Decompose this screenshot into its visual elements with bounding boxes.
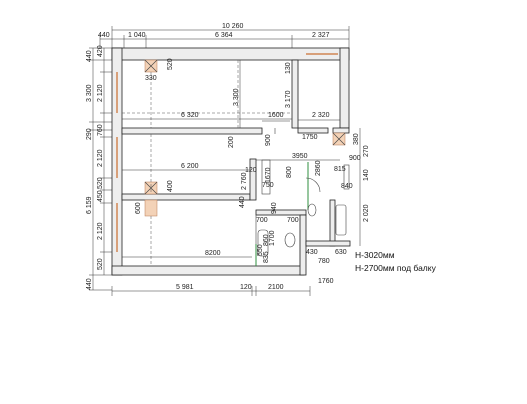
bath-g: 835 xyxy=(263,251,270,263)
room-3-left: 600 xyxy=(135,202,142,214)
dim-bottom-d: 1760 xyxy=(318,278,334,285)
room-3-width: 8200 xyxy=(205,250,221,257)
corridor-a: 120 xyxy=(245,167,257,174)
dim-right-1: 270 xyxy=(363,145,370,157)
bath-j: 630 xyxy=(335,249,347,256)
windows xyxy=(116,53,338,252)
bath-c: 700 xyxy=(287,217,299,224)
bath-b: 940 xyxy=(271,202,278,214)
dim-right-3: 2 020 xyxy=(363,204,370,222)
column-4 xyxy=(144,199,158,217)
room-3-col: 400 xyxy=(167,180,174,192)
columns xyxy=(144,59,346,217)
room-2: 6 200 2 320 1600 1750 380 2 760 200 900 xyxy=(122,112,360,190)
room-1-side: 3 170 xyxy=(285,90,292,108)
room-1-col-b: 520 xyxy=(167,58,174,70)
dim-bottom-c: 2100 xyxy=(268,284,284,291)
dim-bottom-a: 5 981 xyxy=(176,284,194,291)
note-height-main: Н-3020мм xyxy=(355,250,395,260)
bottom-dimensions: 5 981 120 2100 1760 xyxy=(111,278,334,296)
beam-lines xyxy=(122,60,292,266)
room-2-h: 2 760 xyxy=(241,172,248,190)
dim-left-inner-3: 760 xyxy=(97,124,104,136)
room-3-wall: 440 xyxy=(239,196,246,208)
room-2-h2: 200 xyxy=(228,136,235,148)
corridor-width: 3950 xyxy=(292,153,308,160)
dim-top-left: 440 xyxy=(98,32,110,39)
dim-left-inner-6: 450 xyxy=(97,190,104,202)
bath-e: 860 xyxy=(263,234,270,246)
dim-left-outer-3: 290 xyxy=(86,128,93,140)
corridor-c: 800 xyxy=(286,166,293,178)
corridor: 3950 2860 120 1670 800 750 815 900 840 xyxy=(245,153,361,210)
room-1-width: 6 320 xyxy=(181,112,199,119)
room-2-door: 1600 xyxy=(268,112,284,119)
room-1-col-c: 130 xyxy=(285,62,292,74)
room-2-d1: 1750 xyxy=(302,134,318,141)
room-3: 400 600 440 8200 xyxy=(122,180,252,258)
dim-left-inner-4: 2 120 xyxy=(97,149,104,167)
room-2-h3: 900 xyxy=(265,134,272,146)
dim-right-2: 140 xyxy=(363,169,370,181)
corridor-g: 840 xyxy=(341,183,353,190)
corridor-height: 2860 xyxy=(315,160,322,176)
left-dimensions-inner: 420 2 120 760 2 120 520 450 2 120 520 xyxy=(97,45,112,275)
bath-d: 1700 xyxy=(269,230,276,246)
bath-h: 430 xyxy=(306,249,318,256)
right-dimensions: 270 140 2 020 xyxy=(359,128,370,246)
dim-left-outer-2: 3 300 xyxy=(86,84,93,102)
dim-top-a: 1 040 xyxy=(128,32,146,39)
bath-i: 780 xyxy=(318,258,330,265)
interior-walls xyxy=(121,59,351,276)
corridor-e: 815 xyxy=(334,166,346,173)
dim-left-inner-2: 2 120 xyxy=(97,84,104,102)
dim-top-c: 2 327 xyxy=(312,32,330,39)
dim-left-outer-5: 440 xyxy=(86,278,93,290)
bathroom: 700 940 700 1700 860 550 835 430 780 630 xyxy=(255,202,347,267)
dim-left-inner-7: 2 120 xyxy=(97,222,104,240)
dim-left-outer-4: 6 159 xyxy=(86,196,93,214)
room-1-col: 330 xyxy=(145,75,157,82)
top-dimensions: 10 260 440 1 040 6 364 2 327 xyxy=(98,23,350,48)
note-height-beam: Н-2700мм под балку xyxy=(355,263,437,273)
bath-f: 550 xyxy=(257,244,264,256)
dim-left-outer-1: 440 xyxy=(86,50,93,62)
dim-left-inner-1: 420 xyxy=(97,45,104,57)
dim-left-inner-8: 520 xyxy=(97,258,104,270)
left-dimensions-outer: 440 3 300 290 6 159 440 xyxy=(86,47,112,291)
dim-top-b: 6 364 xyxy=(215,32,233,39)
dim-top-total: 10 260 xyxy=(222,23,244,30)
room-2-right: 2 320 xyxy=(312,112,330,119)
room-1: 6 320 3 300 3 170 330 520 130 xyxy=(122,58,299,128)
room-2-d2: 380 xyxy=(353,133,360,145)
corridor-d: 750 xyxy=(262,182,274,189)
corridor-f: 900 xyxy=(349,155,361,162)
room-1-height: 3 300 xyxy=(233,88,240,106)
corridor-b: 1670 xyxy=(265,167,272,183)
dim-bottom-b: 120 xyxy=(240,284,252,291)
room-2-width: 6 200 xyxy=(181,163,199,170)
bath-a: 700 xyxy=(256,217,268,224)
dim-left-inner-5: 520 xyxy=(97,177,104,189)
